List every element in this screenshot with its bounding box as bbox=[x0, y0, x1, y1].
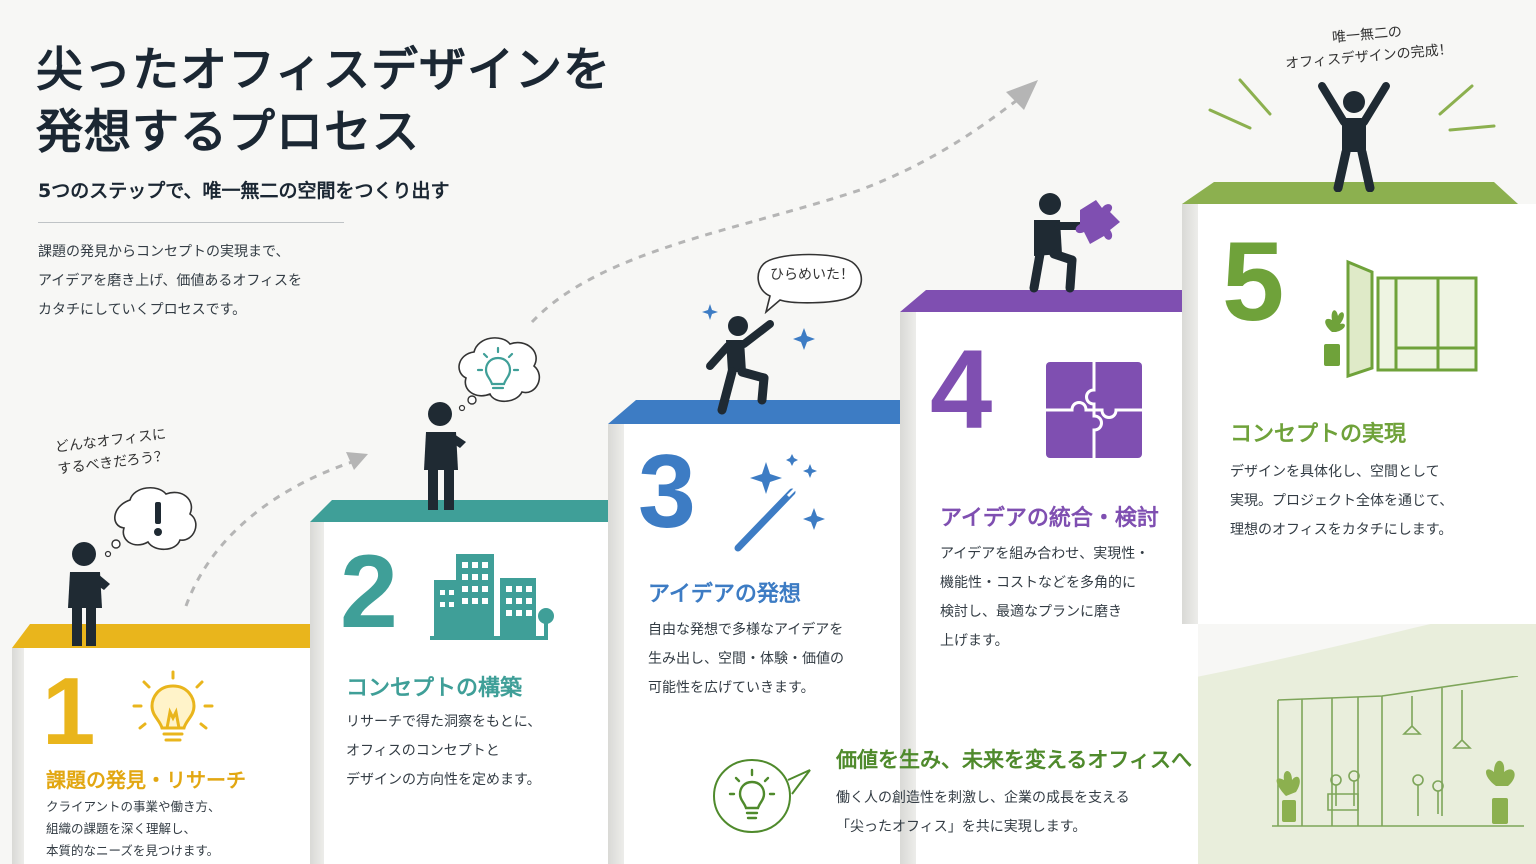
office-illustration bbox=[1272, 676, 1524, 827]
step-2-desc: リサーチで得た洞察をもとに、オフィスのコンセプトとデザインの方向性を定めます。 bbox=[346, 714, 542, 788]
step-3-title: アイデアの発想 bbox=[648, 582, 801, 607]
step-5-desc: デザインを具体化し、空間として実現。プロジェクト全体を通じて、理想のオフィスをカ… bbox=[1230, 464, 1454, 538]
idea-caption: ひらめいた！ bbox=[770, 267, 854, 283]
step-1-face bbox=[24, 648, 326, 864]
banner-title: 価値を生み、未来を変えるオフィスへ bbox=[836, 748, 1192, 772]
exclamation-bubble bbox=[104, 487, 197, 558]
magic-wand-icon bbox=[734, 454, 825, 552]
step-2-side bbox=[310, 522, 324, 864]
puzzle-icon bbox=[1046, 362, 1142, 458]
step-5-side bbox=[1182, 204, 1198, 624]
running-person-figure bbox=[706, 316, 774, 415]
step-3-side bbox=[608, 424, 624, 864]
step-1-side bbox=[12, 648, 24, 864]
step-4-desc: アイデアを組み合わせ、実現性・機能性・コストなどを多角的に検討し、最適なプランに… bbox=[940, 546, 1150, 649]
step-5-title: コンセプトの実現 bbox=[1230, 422, 1407, 447]
step-2-title: コンセプトの構築 bbox=[346, 676, 523, 701]
lightbulb-thought-bubble bbox=[458, 337, 540, 412]
sparkle-icons bbox=[702, 304, 815, 350]
step-4-number: 4 bbox=[930, 327, 993, 452]
step-1-desc: クライアントの事業や働き方、組織の課題を深く理解し、本質的なニーズを見つけます。 bbox=[46, 799, 221, 858]
step-2-number: 2 bbox=[340, 534, 398, 650]
step-4-top bbox=[900, 290, 1198, 312]
step-2-top bbox=[310, 500, 624, 522]
step-1-number: 1 bbox=[42, 658, 96, 765]
step-4-side bbox=[900, 312, 916, 864]
thinking-person-figure-2 bbox=[424, 402, 466, 510]
step-3-desc: 自由な発想で多様なアイデアを生み出し、空間・体験・価値の可能性を広げていきます。 bbox=[648, 622, 844, 696]
cheering-person-figure bbox=[1318, 82, 1390, 192]
kneeling-person-figure bbox=[1029, 193, 1120, 293]
banner-lightbulb-icon bbox=[712, 758, 811, 834]
divider bbox=[38, 222, 344, 223]
idea-speech-bubble bbox=[757, 253, 863, 314]
step-3-top bbox=[608, 400, 916, 424]
thinking-person-figure bbox=[68, 542, 110, 646]
office-space-icon bbox=[1324, 259, 1478, 379]
buildings-icon bbox=[430, 554, 554, 640]
step-5-number: 5 bbox=[1222, 219, 1285, 344]
celebration-rays bbox=[1208, 78, 1496, 132]
banner-desc: 働く人の創造性を刺激し、企業の成長を支える「尖ったオフィス」を共に実現します。 bbox=[836, 790, 1130, 835]
step-3-number: 3 bbox=[638, 434, 696, 550]
step-4-title: アイデアの統合・検討 bbox=[940, 506, 1159, 531]
step-5-top bbox=[1182, 182, 1518, 204]
intro-text: 課題の発見からコンセプトの実現まで、 アイデアを磨き上げ、価値あるオフィスを カ… bbox=[38, 244, 303, 318]
page-title: 尖ったオフィスデザインを 発想するプロセス bbox=[36, 43, 612, 160]
lightbulb-icon bbox=[132, 670, 214, 742]
step-1-title: 課題の発見・リサーチ bbox=[46, 768, 246, 792]
page-subtitle: 5つのステップで、唯一無二の空間をつくり出す bbox=[38, 180, 450, 202]
